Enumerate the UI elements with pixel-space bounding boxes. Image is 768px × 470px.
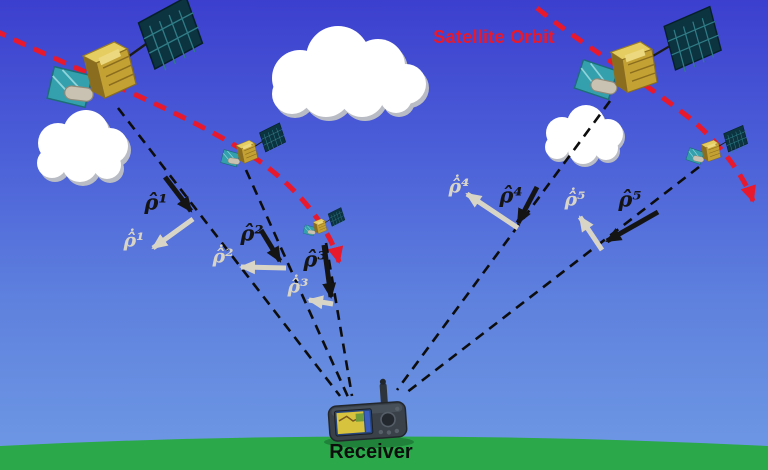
gps-satellite-1 — [33, 0, 211, 115]
receiver-dial — [380, 411, 396, 428]
gps-satellite-2 — [216, 121, 289, 170]
los-vector-3 — [321, 244, 337, 299]
los-rate-vector-3 — [307, 295, 334, 310]
satellite-orbit-path-right — [535, 6, 756, 203]
los-label-4: ρ̂⁴ — [499, 182, 523, 208]
line-of-sight-2 — [244, 169, 350, 398]
line-of-sight-1 — [116, 107, 342, 397]
los-rate-label-5: ρ̂̇⁵ — [564, 188, 586, 211]
line-of-sight-3 — [324, 242, 354, 397]
los-vector-2 — [258, 228, 283, 263]
ground — [0, 436, 768, 470]
los-rate-label-4: ρ̂̇⁴ — [448, 175, 470, 198]
gps-satellite-5 — [683, 124, 750, 166]
satellite-orbit-path-left — [0, 30, 344, 264]
los-rate-vector-1 — [151, 216, 195, 251]
line-of-sight-4 — [395, 100, 612, 391]
satellite-orbit-label: Satellite Orbit — [433, 27, 555, 47]
los-rate-label-2: ρ̂̇² — [212, 245, 234, 268]
los-label-1: ρ̂¹ — [144, 189, 168, 215]
los-vector-1 — [163, 175, 193, 213]
los-rate-label-1: ρ̂̇¹ — [123, 229, 145, 252]
line-of-sight-5 — [405, 165, 700, 395]
los-label-3: ρ̂³ — [303, 246, 327, 272]
los-rate-label-3: ρ̂̇³ — [287, 275, 309, 298]
gps-satellite-3 — [300, 206, 347, 238]
los-vector-5 — [605, 209, 660, 244]
gps-receiver — [324, 378, 414, 448]
los-rate-vector-4 — [465, 191, 520, 231]
cloud-top-center — [272, 26, 429, 121]
los-vector-4 — [515, 185, 540, 225]
los-label-5: ρ̂⁵ — [618, 186, 642, 212]
los-label-2: ρ̂² — [240, 220, 264, 246]
los-rate-vector-2 — [239, 260, 287, 275]
los-rate-vector-5 — [577, 215, 605, 252]
cloud-left — [37, 110, 131, 186]
receiver-label: Receiver — [329, 441, 413, 463]
